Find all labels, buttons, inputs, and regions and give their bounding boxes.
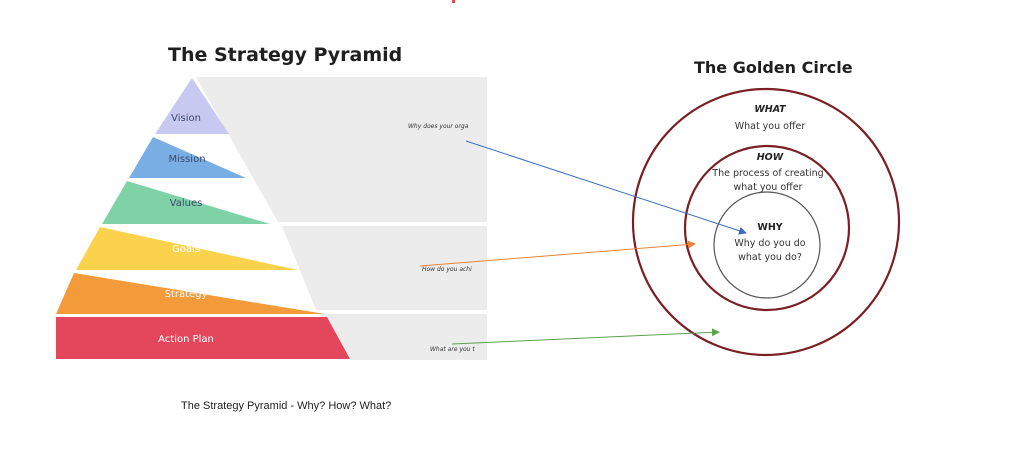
why-text-line1: Why do you do [734,238,805,249]
pyramid-caption: The Strategy Pyramid - Why? How? What? [181,400,392,412]
red-mark [452,0,455,3]
golden-circle: WHAT What you offer HOW The process of c… [631,87,901,357]
how-text-line1: The process of creating [711,168,823,179]
side-question-why: Why does your orga [408,123,469,130]
tier-mission [129,137,246,178]
tier-label-mission: Mission [168,154,205,165]
what-heading: WHAT [754,104,787,115]
tier-label-strategy: Strategy [165,289,208,300]
side-question-what: What are you t [430,346,475,353]
pyramid-title: The Strategy Pyramid [168,44,403,66]
tier-label-goals: Goals [172,244,200,255]
tier-label-action-plan: Action Plan [158,334,214,345]
circle-why [713,191,821,299]
why-text-line2: what you do? [738,252,802,263]
pyramid: Vision Mission Values Goals Strategy Act… [56,78,350,359]
tier-strategy [56,273,325,314]
tier-goals [76,227,298,270]
tier-label-vision: Vision [171,113,201,124]
side-panel-top [196,77,487,222]
tier-vision [155,78,229,134]
why-heading: WHY [757,222,782,233]
arrow-how-to-middle-circle [419,240,696,267]
tier-action-plan [56,317,350,359]
arrow-why-to-inner-circle [465,140,747,235]
arrow-what-to-outer-circle [451,328,720,345]
golden-circle-title: The Golden Circle [694,58,853,77]
how-heading: HOW [757,152,784,163]
side-panel-middle [282,226,487,310]
tier-values [102,181,270,224]
pyramid-side-panels [196,77,487,360]
how-text-line2: what you offer [734,182,803,193]
tier-label-values: Values [170,198,203,209]
side-panel-bottom [320,314,487,360]
what-text: What you offer [735,121,806,132]
side-question-how: How do you achi [422,266,472,273]
